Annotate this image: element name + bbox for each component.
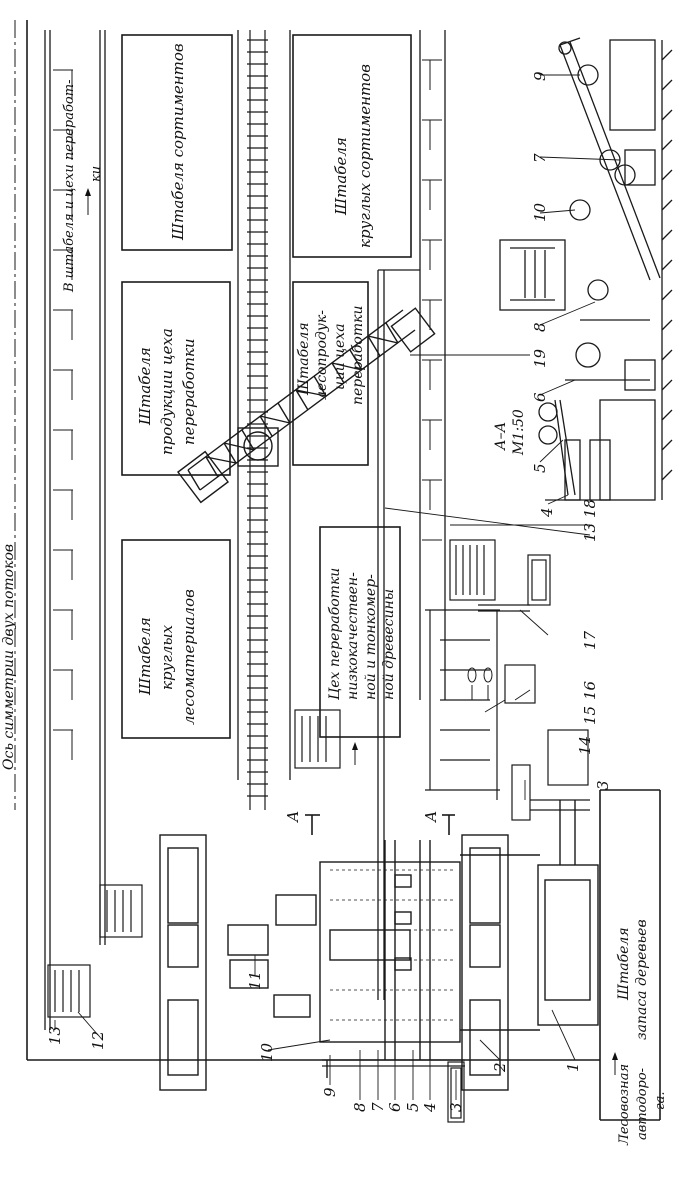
small-machine-15: [467, 667, 493, 700]
callout-3a: 3: [447, 1102, 465, 1112]
road-label-b: автодоро-: [635, 1068, 650, 1140]
callout-5a: 5: [404, 1102, 422, 1112]
stack-timber-products-label-b: лесопродук-: [314, 310, 330, 400]
stack-round-timber-label-c: лесоматериалов: [180, 589, 198, 725]
callout-2: 2: [491, 1062, 509, 1073]
callout-17: 17: [581, 630, 599, 650]
section-title: А–А: [493, 422, 509, 451]
rail-crossing-frame: [237, 427, 279, 467]
small-stacks: [47, 709, 341, 1018]
callout-15: 15: [581, 706, 599, 725]
conveyor-3: [322, 1059, 465, 1123]
leader-lines: [54, 74, 621, 1100]
callout-4b: 4: [538, 507, 556, 518]
section-scale: М1:50: [511, 409, 527, 456]
callout-19: 19: [531, 348, 549, 368]
stack-shop-products-block: [121, 281, 231, 476]
stack-timber-products-label-d: переработки: [350, 306, 366, 405]
lower-processing-line: [159, 800, 599, 1091]
plan-frame: [26, 20, 661, 1121]
callout-13a: 13: [46, 1026, 64, 1045]
section-markers: [305, 814, 455, 835]
callout-3b: 3: [594, 780, 612, 790]
tree-reserve-label-a: Штабеля: [616, 927, 632, 1001]
stack-shop-products-label-a: Штабеля: [136, 347, 154, 426]
stack-round-timber-block: [121, 539, 231, 739]
stack-assortments-label: Штабеля сортиментов: [169, 43, 187, 241]
callout-5b: 5: [531, 463, 549, 473]
conveyor-drum: [243, 431, 273, 461]
callout-12: 12: [89, 1031, 107, 1050]
stack-shop-products-label-c: переработки: [180, 338, 198, 445]
to-stacks-arrowhead: [85, 188, 91, 196]
callout-7b: 7: [531, 153, 549, 163]
callout-8b: 8: [531, 322, 549, 332]
shop-label-d: ной древесины: [381, 589, 397, 700]
conveyor-18: [377, 269, 420, 1000]
tree-reserve-label-b: запаса деревьев: [634, 919, 650, 1040]
stack-round-timber-label-b: круглых: [158, 624, 176, 690]
callout-4a: 4: [421, 1102, 439, 1113]
callout-16: 16: [581, 680, 599, 700]
symmetry-axis-label: Ось симметрии двух потоков: [1, 544, 17, 770]
storage-lane-ribs-right: [422, 59, 442, 541]
shop-flow-arrowhead: [352, 742, 358, 750]
shop-label-b: низкокачествен-: [345, 572, 361, 700]
to-stacks-label-tail: ки: [89, 166, 104, 182]
section-mark-1: А: [284, 811, 302, 823]
callout-10a: 10: [258, 1042, 276, 1062]
callout-14: 14: [576, 736, 594, 755]
road-label-c: га.: [653, 1092, 668, 1110]
railway-track: [247, 30, 268, 810]
callout-6b: 6: [531, 392, 549, 402]
stack-round-timber-label-a: Штабеля: [136, 617, 154, 696]
stack-timber-products-label-a: Штабеля: [296, 322, 312, 396]
stack-shop-products-label-b: продукции цеха: [158, 328, 176, 455]
shop-machinery: [425, 539, 590, 821]
road-label-a: Лесовозная: [617, 1064, 632, 1146]
long-conveyors: [44, 30, 446, 1030]
inclined-conveyor-19: [177, 307, 436, 504]
stack-timber-products-block: [292, 281, 369, 466]
callout-11: 11: [246, 971, 264, 990]
section-mark-2: А: [422, 811, 440, 823]
shop-label-c: ной и тонкомер-: [363, 574, 379, 700]
stack-round-assortments-block: [292, 34, 412, 258]
stack-round-assortments-label-b: круглых сортиментов: [356, 64, 374, 248]
stack-round-assortments-label-a: Штабеля: [332, 137, 350, 216]
stack-assortments-block: [121, 34, 233, 251]
storage-lane-ribs-left: [53, 69, 73, 760]
road-arrowhead: [612, 1052, 618, 1060]
shop-label-a: Цех переработки: [327, 568, 343, 700]
callout-1: 1: [564, 1062, 582, 1072]
to-stacks-label: В штабеля и цехи переработ-: [62, 80, 77, 293]
callout-6a: 6: [386, 1102, 404, 1112]
callout-8a: 8: [351, 1102, 369, 1112]
callout-9b: 9: [531, 71, 549, 81]
callout-13b: 13: [581, 523, 599, 542]
callout-10b: 10: [531, 202, 549, 222]
callout-9a: 9: [321, 1087, 339, 1097]
callout-numbers: 1 2 3 3 4 4 5 5 6 6 7 7 8 8 9 9 10 10 11…: [46, 71, 612, 1113]
callout-7a: 7: [369, 1102, 387, 1112]
processing-shop-box: [319, 526, 401, 738]
shop-floor-grid: [330, 869, 455, 1021]
callout-18: 18: [581, 499, 599, 518]
